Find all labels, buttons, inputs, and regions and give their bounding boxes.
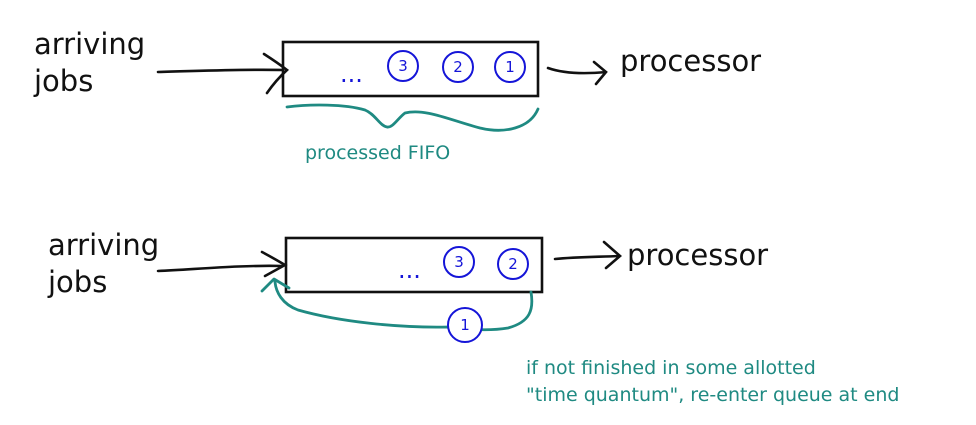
time-quantum-note-line2: "time quantum", re-enter queue at end [526,384,899,406]
time-quantum-note-line1: if not finished in some allotted [526,357,816,379]
bottom-processor-arrow [553,240,622,270]
top-arriving-label-line1: arriving [34,27,145,61]
top-job-1-circle [494,51,526,83]
bottom-queue-box [284,236,544,294]
top-processor-arrow [546,60,608,86]
top-job-1: 1 [494,51,526,83]
bottom-arriving-label-line1: arriving [48,228,159,262]
bottom-job-3-label: 3 [454,253,464,271]
bottom-arriving-label-line2: jobs [47,265,107,299]
top-arriving-label-line2: jobs [33,64,93,98]
reenter-loop-arrow [260,277,534,332]
top-job-3-label: 3 [398,57,408,75]
reentering-job-1: 1 [447,307,483,343]
top-job-3: 3 [387,50,419,82]
top-job-3-circle [387,50,419,82]
round-robin-diagram: arriving jobs ... 3 2 processor 1 if not… [47,228,899,406]
top-job-2-label: 2 [453,58,463,76]
top-fifo-caption: processed FIFO [305,142,450,164]
top-queue-ellipsis: ... [340,60,363,88]
bottom-job-2-label: 2 [508,255,518,273]
fifo-diagram: arriving jobs ... 3 2 1 processor proces… [33,27,761,164]
top-queue-box [281,40,540,98]
bottom-job-3: 3 [443,246,475,278]
top-job-2-circle [442,51,474,83]
top-fifo-brace [285,103,540,132]
bottom-job-3-circle [443,246,475,278]
reentering-job-1-circle [447,307,483,343]
bottom-processor-label: processor [627,238,768,272]
bottom-arrival-arrow [156,250,288,278]
reentering-job-1-label: 1 [460,316,470,334]
top-arrival-arrow [156,52,290,95]
top-job-1-label: 1 [505,58,515,76]
bottom-job-2: 2 [497,248,529,280]
top-processor-label: processor [620,44,761,78]
top-job-2: 2 [442,51,474,83]
bottom-queue-ellipsis: ... [398,256,421,284]
bottom-job-2-circle [497,248,529,280]
